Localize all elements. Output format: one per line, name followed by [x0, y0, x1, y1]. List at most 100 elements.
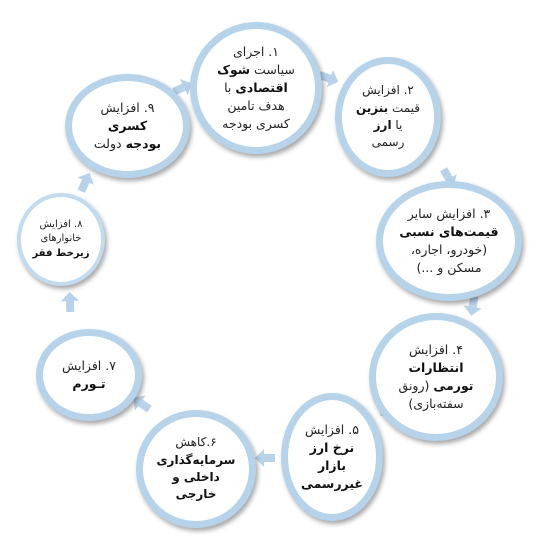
- n1-text-run: شوک: [217, 61, 251, 77]
- n3-line: قیمت‌های نسبی: [399, 223, 498, 241]
- n2-text-run: قیمت: [388, 100, 421, 115]
- arrow-9-to-1: [172, 78, 192, 96]
- n1-line: هدف تامین: [217, 97, 295, 115]
- arrow-shape: [255, 449, 275, 467]
- arrow-8-to-9: [77, 173, 95, 193]
- n7-line: ۷. افزایش: [62, 357, 116, 375]
- n6-text-run: ۶.کاهش: [175, 435, 217, 450]
- arrow-6-to-7: [132, 395, 152, 413]
- n3-text-run: مسکن و ...): [416, 260, 482, 276]
- node-8-poverty: ۸. افزایش خانوارهای زیرخط فقر: [17, 193, 105, 286]
- arrow-shape: [463, 295, 482, 316]
- n3-line: ۳. افزایش سایر: [399, 205, 498, 223]
- n6-line: سرمایه‌گذاری: [157, 452, 236, 469]
- n5-text-run: بازار: [317, 458, 347, 473]
- n6-text-run: داخلی و: [172, 470, 220, 484]
- n9-text-run: دولت: [93, 136, 126, 152]
- n3-text-run: ۳. افزایش سایر: [407, 205, 491, 221]
- n1-line: کسری بودجه: [217, 115, 295, 133]
- n6-line: داخلی و: [157, 469, 236, 486]
- arrow-1-to-2: [318, 70, 339, 88]
- n7-text-run: ۷. افزایش: [62, 357, 116, 373]
- n3-text-run: قیمت‌های نسبی: [399, 223, 499, 239]
- n5-text-run: نرخ ارز: [309, 439, 355, 455]
- n8-text-run: ۸. افزایش: [39, 218, 83, 230]
- n1-text-run: با: [224, 79, 236, 95]
- n1-line: سیاست شوک: [217, 61, 295, 79]
- n9-text-run: کسری: [107, 117, 148, 133]
- n2-text-run: رسمی: [371, 135, 405, 150]
- node-3-relative-prices: ۳. افزایش سایر قیمت‌های نسبی (خودرو، اجاره…: [376, 181, 522, 301]
- node-7-text: ۷. افزایش تـورم: [62, 357, 116, 393]
- arrow-shape: [172, 78, 192, 96]
- n9-line: کسری: [94, 117, 161, 135]
- n5-line: بازار: [301, 457, 363, 475]
- arrow-7-to-8: [60, 292, 79, 313]
- n4-text-run: سفته‌بازی): [408, 396, 464, 412]
- n9-line: بودجه دولت: [94, 135, 161, 153]
- arrow-3-to-4: [463, 295, 482, 316]
- n4-text-run: انتظارات: [408, 359, 464, 375]
- arrow-5-to-6: [255, 449, 275, 467]
- arrow-shape: [132, 395, 152, 413]
- node-5-informal-exchange-rate: ۵. افزایش نرخ ارز بازار غیررسمی: [281, 393, 383, 521]
- n2-line: قیمت بنزین: [356, 100, 420, 117]
- n4-line: ۴. افزایش: [399, 341, 474, 359]
- n4-line: تورمی (رونق: [399, 377, 474, 395]
- n3-line: (خودرو، اجاره،: [399, 241, 498, 259]
- n1-text-run: سیاست: [250, 61, 295, 77]
- arrow-shape: [77, 173, 95, 193]
- n8-text-run: خانوارهای: [40, 233, 82, 245]
- n4-text-run: ۴. افزایش: [409, 341, 463, 357]
- n1-line: ۱. اجرای: [217, 43, 295, 61]
- n5-line: ۵. افزایش: [301, 421, 363, 439]
- n2-line: یا ارز: [356, 117, 420, 134]
- n9-text-run: بودجه: [125, 136, 162, 152]
- node-7-inflation: ۷. افزایش تـورم: [36, 329, 142, 421]
- n2-text-run: بنزین: [355, 100, 389, 115]
- node-6-investment-decline: ۶.کاهش سرمایه‌گذاری داخلی و خارجی: [136, 410, 256, 528]
- arrow-shape: [60, 292, 79, 313]
- n6-text-run: سرمایه‌گذاری: [156, 452, 236, 467]
- n1-text-run: اقتصادی: [235, 79, 288, 95]
- n1-line: اقتصادی با: [217, 79, 295, 97]
- n1-text-run: هدف تامین: [227, 98, 285, 114]
- n5-text-run: غیررسمی: [301, 476, 363, 492]
- node-5-text: ۵. افزایش نرخ ارز بازار غیررسمی: [301, 421, 363, 494]
- n4-line: سفته‌بازی): [399, 395, 474, 413]
- n1-text-run: کسری بودجه: [222, 116, 290, 132]
- n3-line: مسکن و ...): [399, 259, 498, 277]
- node-3-text: ۳. افزایش سایر قیمت‌های نسبی (خودرو، اجاره…: [399, 205, 498, 278]
- n5-line: نرخ ارز: [301, 439, 363, 457]
- n2-line: ۲. افزایش: [356, 82, 420, 99]
- node-8-text: ۸. افزایش خانوارهای زیرخط فقر: [32, 218, 89, 262]
- n8-text-run: زیرخط فقر: [32, 247, 90, 259]
- n6-line: خارجی: [157, 486, 236, 503]
- n4-text-run: تورمی: [433, 378, 474, 393]
- n3-text-run: (خودرو، اجاره،: [410, 242, 488, 257]
- n7-line: تـورم: [62, 375, 116, 393]
- n4-text-run: (رونق: [398, 378, 434, 393]
- n8-line: ۸. افزایش: [32, 218, 89, 233]
- n4-line: انتظارات: [399, 359, 474, 377]
- n9-line: ۹. افزایش: [94, 99, 161, 117]
- n8-line: خانوارهای: [32, 232, 89, 247]
- n2-text-run: ارز: [373, 118, 392, 132]
- n2-text-run: یا: [391, 118, 403, 132]
- n6-line: ۶.کاهش: [157, 434, 236, 451]
- n7-text-run: تـورم: [72, 376, 106, 391]
- node-6-text: ۶.کاهش سرمایه‌گذاری داخلی و خارجی: [157, 434, 236, 504]
- n8-line: زیرخط فقر: [32, 247, 89, 262]
- n5-line: غیررسمی: [301, 475, 363, 493]
- n1-text-run: ۱. اجرای: [232, 43, 280, 59]
- n2-text-run: ۲. افزایش: [362, 83, 414, 98]
- n5-text-run: ۵. افزایش: [305, 421, 359, 437]
